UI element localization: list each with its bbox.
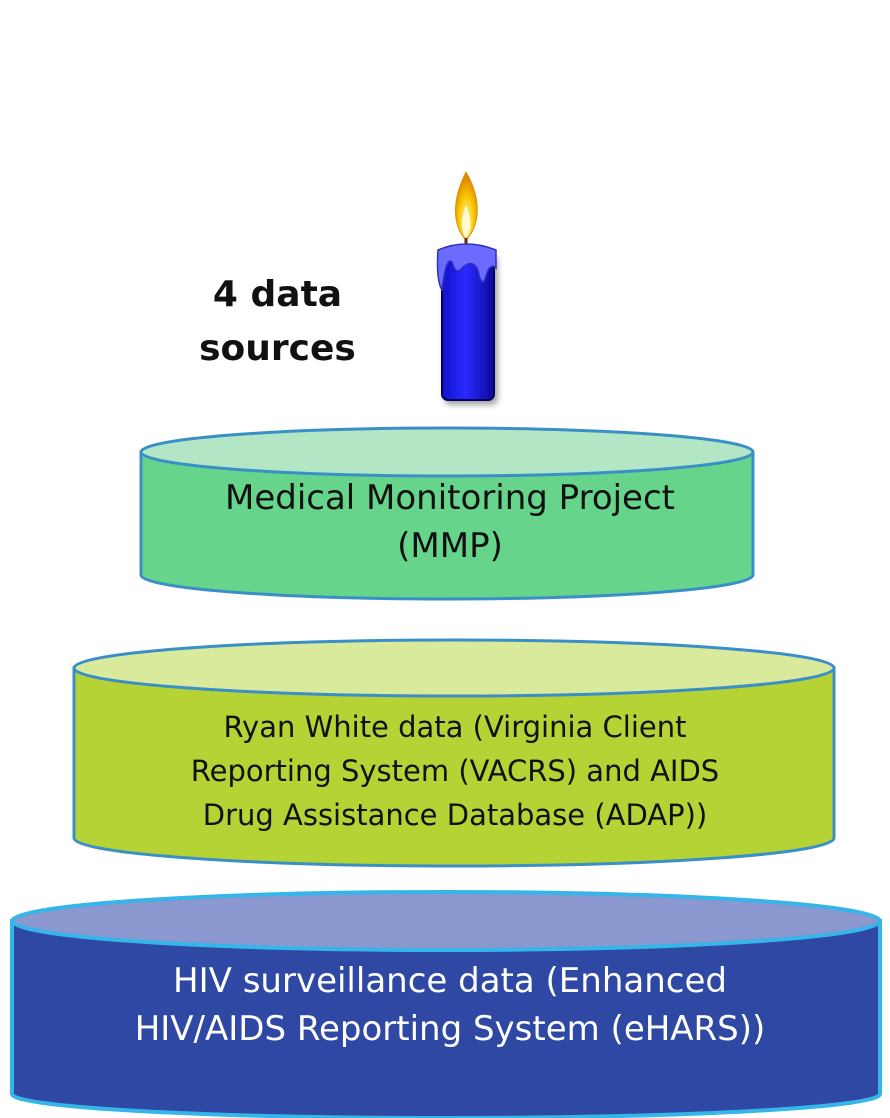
tier-middle-cylinder xyxy=(72,638,836,868)
tier-top-label: Medical Monitoring Project (MMP) xyxy=(150,474,750,570)
tier-middle-label: Ryan White data (Virginia Client Reporti… xyxy=(80,705,830,837)
tier-top-cylinder xyxy=(139,426,755,601)
tier-top-line-2: (MMP) xyxy=(397,526,503,566)
candle-icon xyxy=(436,170,497,401)
tier-middle-line-2: Reporting System (VACRS) and AIDS xyxy=(190,754,720,788)
tier-bottom-label: HIV surveillance data (Enhanced HIV/AIDS… xyxy=(20,957,880,1053)
tier-bottom-line-2: HIV/AIDS Reporting System (eHARS)) xyxy=(134,1009,766,1049)
candle-label-line-2: sources xyxy=(199,328,356,369)
tier-top-line-1: Medical Monitoring Project xyxy=(224,478,676,518)
candle-label: 4 data sources xyxy=(185,268,370,376)
tier-bottom-line-1: HIV surveillance data (Enhanced xyxy=(173,961,727,1001)
tier-middle-line-1: Ryan White data (Virginia Client xyxy=(223,710,687,744)
tier-middle-line-3: Drug Assistance Database (ADAP)) xyxy=(202,798,708,832)
candle-drip xyxy=(436,243,497,293)
candle-label-line-1: 4 data xyxy=(212,274,343,315)
tier-bottom-cylinder xyxy=(10,890,882,1118)
